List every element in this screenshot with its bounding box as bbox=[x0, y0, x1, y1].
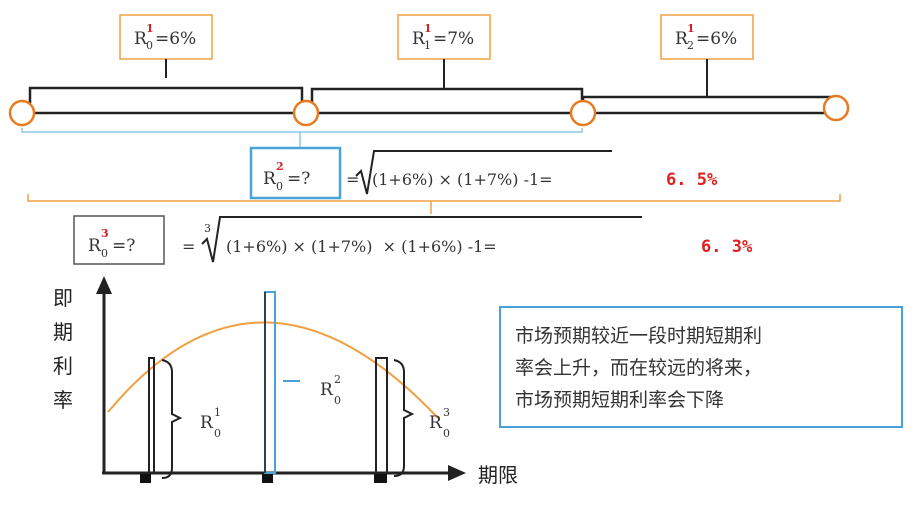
rate-box-base: R bbox=[134, 29, 148, 49]
bar-label-r02-base: R bbox=[320, 380, 334, 400]
formula3-expr: (1+6%) × (1+7%) × (1+6%) -1= bbox=[226, 237, 497, 256]
r03-box bbox=[73, 215, 165, 265]
timeline-node-1 bbox=[292, 99, 320, 127]
r03-sup: 3 bbox=[101, 227, 109, 240]
bar-label-r01-sup: 1 bbox=[214, 406, 221, 419]
rate-box-sup: 1 bbox=[424, 22, 432, 35]
y-axis-char-4: 率 bbox=[53, 388, 73, 412]
bar-label-r02-sub: 0 bbox=[334, 394, 341, 407]
brace-r01 bbox=[161, 359, 183, 479]
rate-box-sub: 0 bbox=[146, 39, 153, 52]
period-bracket-3 bbox=[581, 95, 835, 104]
rate-box-value: =7% bbox=[433, 29, 474, 49]
bar-r01 bbox=[148, 357, 155, 474]
note-line-1: 市场预期较近一段时期短期利 bbox=[515, 325, 763, 347]
rate-box-value: =6% bbox=[696, 29, 737, 49]
tick-mark-2 bbox=[262, 474, 273, 483]
rate-box-r21: R 1 2 =6% bbox=[660, 14, 754, 60]
tick-mark-3 bbox=[374, 474, 387, 483]
bar-label-r01-sub: 0 bbox=[214, 427, 221, 440]
sqrt-sign-2 bbox=[355, 150, 612, 195]
formula3-eq: = bbox=[182, 237, 195, 256]
three-period-bracket bbox=[27, 194, 841, 202]
note-line-3: 市场预期短期利率会下降 bbox=[515, 389, 725, 411]
rate-box-sub: 2 bbox=[687, 39, 694, 52]
r02-sub: 0 bbox=[276, 180, 283, 193]
formula2-result: 6. 5% bbox=[666, 170, 718, 190]
x-axis-arrow bbox=[448, 465, 466, 481]
timeline-node-0 bbox=[8, 99, 36, 127]
rate-box-r01: R 1 0 =6% bbox=[119, 14, 213, 60]
bar-label-r02-sup: 2 bbox=[334, 373, 341, 386]
formula-two-period: R 2 0 =? = (1+6%) × (1+7%) -1= 6. 5% bbox=[249, 146, 718, 200]
y-axis-char-1: 即 bbox=[53, 286, 73, 310]
rate-box-sup: 1 bbox=[687, 22, 695, 35]
rate-box-base: R bbox=[675, 29, 689, 49]
bar-label-r03-base: R bbox=[429, 413, 443, 433]
r03-sub: 0 bbox=[101, 247, 108, 260]
formula3-result: 6. 3% bbox=[701, 237, 753, 257]
brace-r03 bbox=[393, 359, 415, 477]
rate-box-sup: 1 bbox=[146, 22, 154, 35]
timeline-node-2 bbox=[569, 99, 597, 127]
y-axis-char-2: 期 bbox=[53, 320, 73, 344]
bar-r03 bbox=[375, 357, 388, 474]
rate-curve-chart: 即 期 利 率 期限 R 1 0 R 2 0 R 3 0 bbox=[53, 276, 518, 487]
r02-sup: 2 bbox=[276, 160, 284, 173]
y-axis-char-3: 利 bbox=[53, 354, 73, 378]
tick-mark-1 bbox=[140, 474, 151, 483]
x-axis-label: 期限 bbox=[478, 463, 518, 487]
period-bracket-2 bbox=[310, 87, 584, 103]
two-period-bracket bbox=[21, 128, 583, 133]
r03-base: R bbox=[88, 236, 102, 256]
period-bracket-1 bbox=[28, 86, 304, 103]
formula2-expr: (1+6%) × (1+7%) -1= bbox=[372, 170, 553, 189]
cube-root-sign bbox=[201, 216, 642, 263]
root-index: 3 bbox=[204, 222, 211, 235]
bar-label-r01-base: R bbox=[200, 413, 214, 433]
expectation-curve bbox=[107, 321, 439, 419]
r02-box bbox=[249, 146, 342, 200]
formula-three-period: R 3 0 =? = 3 (1+6%) × (1+7%) × (1+6%) -1… bbox=[73, 215, 753, 265]
bar-r02 bbox=[264, 291, 276, 474]
r02-base: R bbox=[263, 169, 277, 189]
explanation-note: 市场预期较近一段时期短期利 率会上升，而在较远的将来， 市场预期短期利率会下降 bbox=[499, 306, 903, 428]
formula2-eq: = bbox=[346, 170, 359, 189]
rate-box-base: R bbox=[412, 29, 426, 49]
rate-box-r11: R 1 1 =7% bbox=[397, 14, 491, 60]
timeline-node-3 bbox=[822, 94, 850, 122]
r02-query: =? bbox=[287, 169, 310, 189]
bar-label-r03-sub: 0 bbox=[443, 427, 450, 440]
rate-box-value: =6% bbox=[155, 29, 196, 49]
r03-query: =? bbox=[112, 236, 135, 256]
y-axis-arrow bbox=[96, 276, 112, 294]
bar-label-r03-sup: 3 bbox=[443, 406, 450, 419]
rate-box-sub: 1 bbox=[424, 39, 431, 52]
note-line-2: 率会上升，而在较远的将来， bbox=[515, 357, 763, 379]
